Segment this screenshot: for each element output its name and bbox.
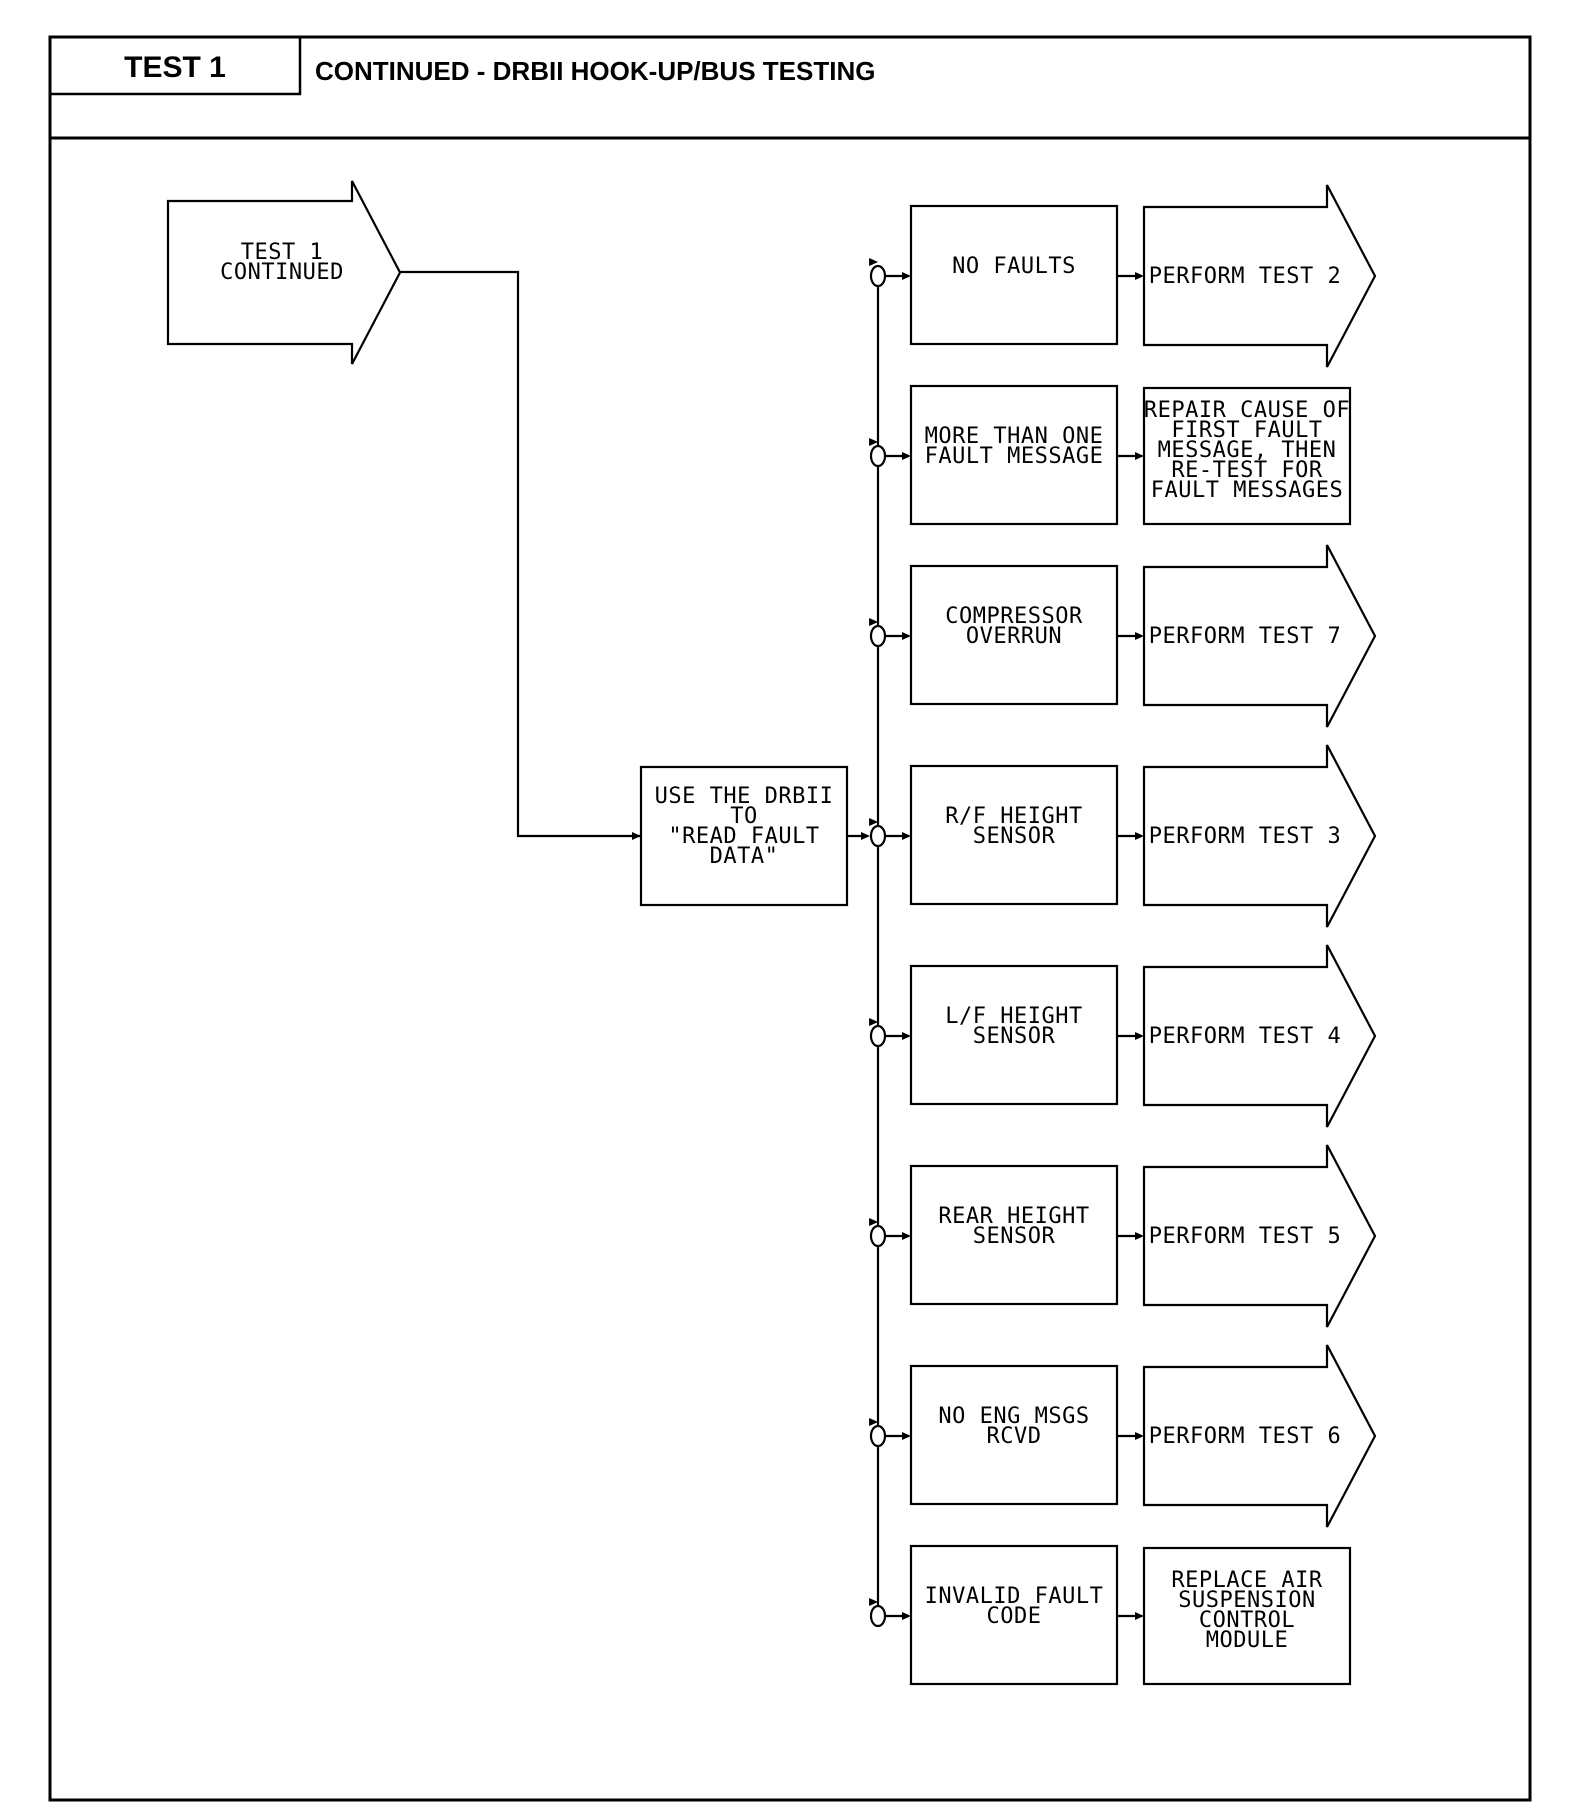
result-label: CONTROL	[1199, 1608, 1295, 1633]
condition-label: CODE	[987, 1604, 1042, 1629]
page-title: CONTINUED - DRBII HOOK-UP/BUS TESTING	[315, 56, 875, 86]
branch-connector-arrowhead	[902, 1612, 911, 1620]
branch-node-arrowhead	[869, 1218, 879, 1226]
condition-label: NO FAULTS	[952, 254, 1076, 279]
test-label-box	[48, 35, 302, 96]
result-label: PERFORM TEST 7	[1149, 624, 1341, 649]
condition-label: R/F HEIGHT	[945, 804, 1082, 829]
entry-arrow-label: CONTINUED	[220, 260, 344, 285]
branch-node-arrowhead	[869, 1018, 879, 1026]
condition-label: SENSOR	[973, 1024, 1056, 1049]
entry-connector-arrowhead	[632, 832, 641, 840]
entry-arrow	[166, 180, 402, 365]
branch-connector-arrowhead	[902, 1432, 911, 1440]
start-box-arrowhead	[861, 832, 870, 840]
result-arrow	[1142, 944, 1377, 1128]
result-label: REPAIR CAUSE OF	[1144, 398, 1350, 423]
start-box-label: "READ FAULT	[668, 824, 819, 849]
result-label: PERFORM TEST 3	[1149, 824, 1341, 849]
branch-connector-arrowhead	[902, 1232, 911, 1240]
condition-label: SENSOR	[973, 1224, 1056, 1249]
result-arrow	[1142, 1344, 1377, 1528]
result-label: PERFORM TEST 2	[1149, 264, 1341, 289]
start-box-label: DATA"	[710, 844, 779, 869]
result-box	[1142, 1546, 1352, 1686]
branch-node-arrowhead	[869, 1598, 879, 1606]
branch-node-arrowhead	[869, 438, 879, 446]
condition-label: OVERRUN	[966, 624, 1062, 649]
result-connector-arrowhead	[1135, 832, 1144, 840]
start-box-label: TO	[730, 804, 758, 829]
result-connector-arrowhead	[1135, 272, 1144, 280]
branch-connector-arrowhead	[902, 1032, 911, 1040]
result-label: PERFORM TEST 4	[1149, 1024, 1341, 1049]
branch-node	[869, 1424, 887, 1448]
result-label: RE-TEST FOR	[1171, 458, 1322, 483]
result-box	[1142, 386, 1352, 526]
condition-label: RCVD	[987, 1424, 1042, 1449]
result-label: FIRST FAULT	[1171, 418, 1322, 443]
result-label: MODULE	[1206, 1628, 1288, 1653]
result-connector-arrowhead	[1135, 1032, 1144, 1040]
condition-label: COMPRESSOR	[945, 604, 1083, 629]
branch-node-arrowhead	[869, 1418, 879, 1426]
result-label: PERFORM TEST 6	[1149, 1424, 1341, 1449]
branch-node	[869, 1604, 887, 1628]
entry-arrow-label: TEST 1	[241, 240, 323, 265]
branch-node	[869, 824, 887, 848]
branch-connector-arrowhead	[902, 632, 911, 640]
branch-node	[869, 624, 887, 648]
test-label: TEST 1	[124, 51, 226, 84]
start-box-label: USE THE DRBII	[655, 784, 834, 809]
branch-node-arrowhead	[869, 618, 879, 626]
result-connector-arrowhead	[1135, 1612, 1144, 1620]
condition-label: NO ENG MSGS	[938, 1404, 1089, 1429]
result-connector-arrowhead	[1135, 632, 1144, 640]
branch-connector-arrowhead	[902, 272, 911, 280]
result-label: PERFORM TEST 5	[1149, 1224, 1341, 1249]
result-arrow	[1142, 744, 1377, 928]
condition-label: REAR HEIGHT	[938, 1204, 1089, 1229]
branch-connector-arrowhead	[902, 452, 911, 460]
result-connector-arrowhead	[1135, 452, 1144, 460]
condition-label: MORE THAN ONE	[925, 424, 1104, 449]
result-label: REPLACE AIR	[1171, 1568, 1322, 1593]
result-connector-arrowhead	[1135, 1232, 1144, 1240]
branch-node	[869, 1224, 887, 1248]
result-label: MESSAGE, THEN	[1158, 438, 1337, 463]
result-label: FAULT MESSAGES	[1151, 478, 1343, 503]
branch-node-arrowhead	[869, 818, 879, 826]
result-label: SUSPENSION	[1178, 1588, 1315, 1613]
condition-label: SENSOR	[973, 824, 1056, 849]
result-arrow	[1142, 1144, 1377, 1328]
entry-connector	[400, 270, 640, 838]
branch-node-arrowhead	[869, 258, 879, 266]
branch-connector-arrowhead	[902, 832, 911, 840]
result-connector-arrowhead	[1135, 1432, 1144, 1440]
branch-node	[869, 264, 887, 288]
result-arrow	[1142, 544, 1377, 728]
result-arrow	[1142, 184, 1377, 368]
branch-node	[869, 1024, 887, 1048]
condition-label: FAULT MESSAGE	[925, 444, 1104, 469]
condition-label: L/F HEIGHT	[945, 1004, 1082, 1029]
condition-label: INVALID FAULT	[925, 1584, 1104, 1609]
branch-node	[869, 444, 887, 468]
page-frame	[48, 35, 1532, 1802]
